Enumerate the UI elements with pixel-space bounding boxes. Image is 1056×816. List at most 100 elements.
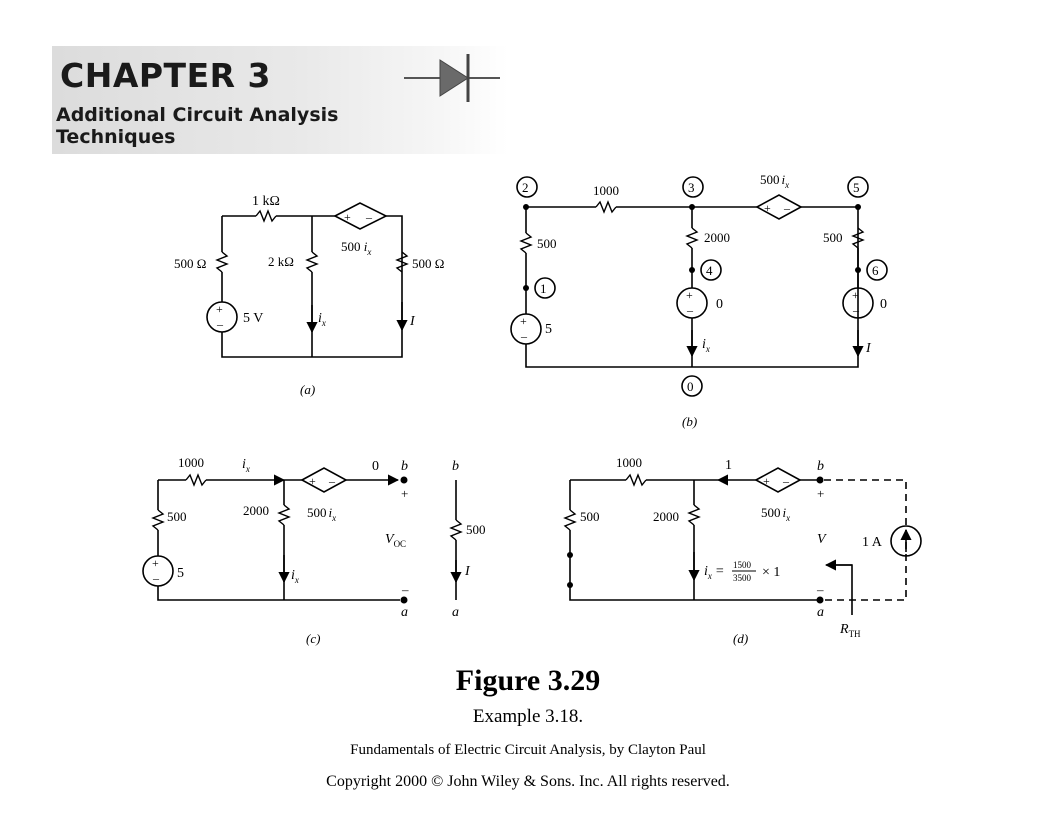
label-c-terminal-a: a: [401, 605, 408, 620]
node-b-3: [682, 176, 704, 198]
dep-source-a: [333, 202, 388, 230]
svg-text:–: –: [686, 303, 694, 317]
label-c-load-a: a: [452, 605, 459, 620]
svg-text:+: +: [216, 302, 223, 316]
label-d-terminal-b: b: [817, 459, 824, 474]
svg-text:5: 5: [853, 180, 860, 195]
label-c-plus: +: [401, 486, 408, 501]
label-c-load-b: b: [452, 459, 459, 474]
circuit-b: + – + – + – + –: [510, 172, 888, 429]
svg-text:6: 6: [872, 263, 879, 278]
chapter-subtitle-line1: Additional Circuit Analysis: [56, 104, 339, 126]
svg-text:–: –: [782, 474, 790, 488]
label-b-2000: 2000: [704, 230, 730, 245]
label-d-test-source: 1 A: [862, 535, 883, 550]
label-b-src-mid: 0: [716, 297, 723, 312]
resistor-d-2000: [687, 504, 701, 526]
voltage-source-b-right: [842, 287, 874, 319]
caption-d: (d): [733, 631, 748, 646]
node-b-1: [534, 277, 556, 299]
resistor-a-500-left: [215, 251, 229, 273]
resistor-a-2k: [305, 251, 319, 273]
node-b-6: [866, 259, 888, 281]
caption-b: (b): [682, 414, 697, 429]
resistor-c-2000: [277, 504, 291, 526]
label-c-minus: –: [401, 582, 409, 597]
label-c-src: 5: [177, 566, 184, 581]
label-a-2k: 2 kΩ: [268, 254, 294, 269]
label-c-zero: 0: [372, 459, 379, 474]
label-d-500-left: 500: [580, 509, 600, 524]
label-c-voc: VOC: [385, 532, 406, 549]
circuit-diagrams: + – + – 1 kΩ 500 Ω 2 kΩ 500 Ω 5 V 500 ix…: [142, 172, 922, 646]
label-a-500-right: 500 Ω: [412, 256, 444, 271]
circuit-a: + – + – 1 kΩ 500 Ω 2 kΩ 500 Ω 5 V 500 ix…: [174, 194, 444, 397]
label-b-src-left: 5: [545, 322, 552, 337]
svg-text:+: +: [152, 556, 159, 570]
label-d-top-current: 1: [725, 458, 732, 473]
svg-text:+: +: [686, 288, 693, 302]
label-b-500-right: 500: [823, 230, 843, 245]
label-a-dep-value: 500 ix: [341, 239, 371, 257]
label-b-src-right: 0: [880, 297, 887, 312]
caption-a: (a): [300, 382, 315, 397]
caption-c: (c): [306, 631, 320, 646]
label-d-ix: ix=: [704, 564, 724, 581]
chapter-subtitle-line2: Techniques: [56, 126, 176, 148]
svg-text:3: 3: [688, 180, 695, 195]
resistor-b-1000: [595, 200, 617, 214]
label-d-1000: 1000: [616, 455, 642, 470]
label-c-ix-top: ix: [242, 457, 250, 474]
svg-text:+: +: [852, 288, 859, 302]
label-d-plus: +: [817, 486, 824, 501]
label-b-1000: 1000: [593, 183, 619, 198]
svg-text:–: –: [520, 329, 528, 343]
node-b-0: [681, 375, 703, 397]
label-b-ix: ix: [702, 337, 710, 354]
svg-text:+: +: [763, 474, 770, 488]
svg-text:4: 4: [706, 263, 713, 278]
book-credit: Fundamentals of Electric Circuit Analysi…: [350, 742, 706, 758]
label-d-minus: –: [816, 582, 824, 597]
resistor-b-500-left: [519, 232, 533, 254]
resistor-c-500-left: [151, 509, 165, 531]
label-a-1k: 1 kΩ: [252, 194, 280, 209]
label-a-5v: 5 V: [243, 311, 263, 326]
diode-icon: [404, 54, 500, 102]
label-d-ix-tail: × 1: [762, 565, 780, 580]
svg-text:–: –: [852, 303, 860, 317]
svg-text:–: –: [365, 210, 373, 224]
label-c-1000: 1000: [178, 455, 204, 470]
label-d-terminal-a: a: [817, 605, 824, 620]
label-a-current: I: [409, 314, 416, 329]
label-d-voltage: V: [817, 532, 827, 547]
label-c-500-load: 500: [466, 522, 486, 537]
svg-text:0: 0: [687, 379, 694, 394]
svg-text:–: –: [328, 474, 336, 488]
node-b-4: [700, 259, 722, 281]
label-a-ix: ix: [318, 311, 326, 328]
svg-text:1: 1: [540, 281, 547, 296]
resistor-b-500-right: [851, 227, 865, 249]
figure-title: Figure 3.29: [455, 664, 601, 697]
label-d-rth: RTH: [839, 622, 861, 639]
label-c-terminal-b: b: [401, 459, 408, 474]
svg-text:+: +: [764, 201, 771, 215]
svg-text:+: +: [309, 474, 316, 488]
label-a-500-left: 500 Ω: [174, 256, 206, 271]
circuit-c: + – + – 1000 500 2000 50: [142, 455, 486, 646]
resistor-d-1000: [625, 473, 647, 487]
svg-text:+: +: [520, 314, 527, 328]
svg-text:+: +: [344, 210, 351, 224]
test-current-source: [890, 525, 922, 557]
label-d-2000: 2000: [653, 509, 679, 524]
label-d-frac-den: 3500: [733, 573, 752, 583]
resistor-a-1k: [255, 209, 277, 223]
label-c-500-left: 500: [167, 509, 187, 524]
svg-text:2: 2: [522, 180, 529, 195]
node-b-5: [847, 176, 869, 198]
